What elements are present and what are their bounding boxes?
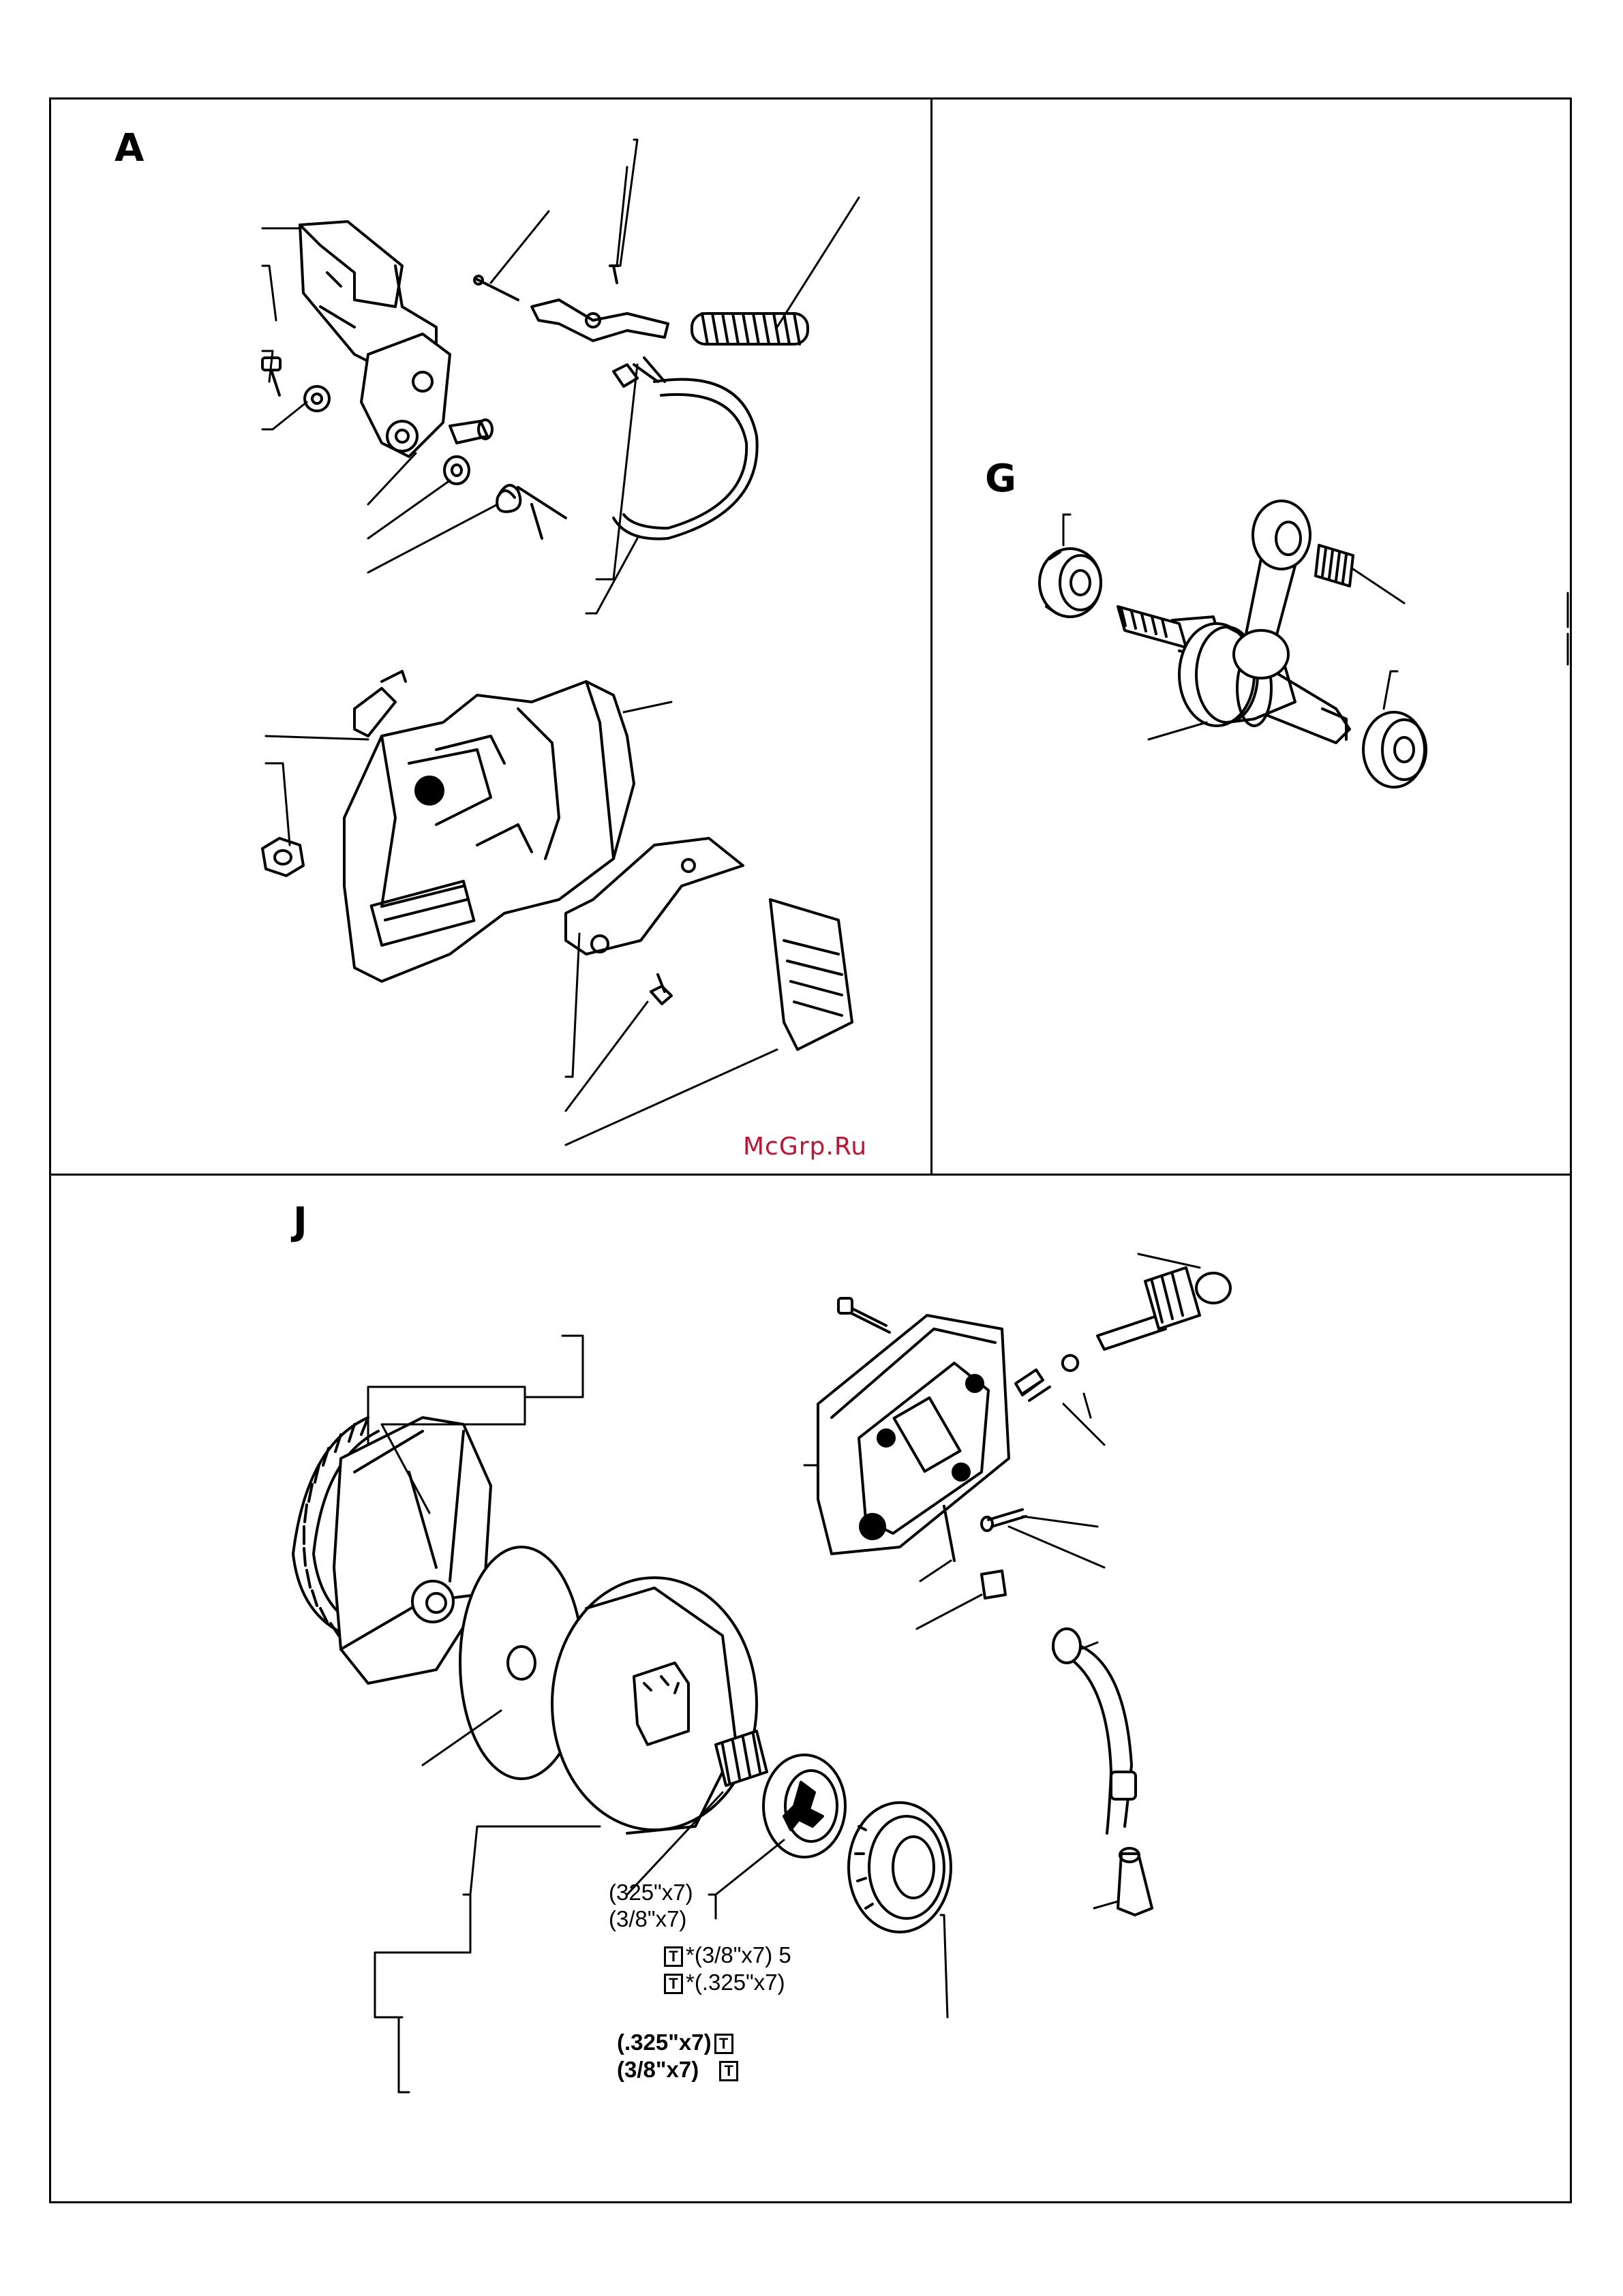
label-rim-sprocket-38: T*(3/8"x7) 5 bbox=[661, 1942, 791, 1968]
watermark: McGrp.Ru bbox=[743, 1133, 867, 1161]
brake-bolt bbox=[262, 358, 329, 411]
worm-shaft bbox=[1097, 1268, 1230, 1349]
panel-a-leader-lines bbox=[262, 140, 859, 1145]
main-bearing-right bbox=[1363, 712, 1426, 787]
pin bbox=[474, 276, 518, 300]
cover-nut bbox=[262, 838, 303, 876]
label-clutch-38-text: (3/8"x7) bbox=[617, 2057, 699, 2082]
label-rim-325-text: *(.325"x7) bbox=[686, 1970, 785, 1995]
label-clutch-325-text: (.325"x7) bbox=[617, 2030, 712, 2055]
torsion-spring bbox=[497, 485, 566, 538]
latch-lever bbox=[532, 266, 668, 341]
tool-icon: T bbox=[664, 1946, 683, 1967]
adjusting-screw bbox=[944, 1506, 1026, 1561]
pump-bolt bbox=[838, 1298, 890, 1332]
label-spur-sprocket-325: (325"x7) bbox=[609, 1880, 693, 1905]
crankshaft bbox=[1118, 607, 1350, 743]
spur-sprocket bbox=[763, 1755, 845, 1857]
chain-guard bbox=[770, 900, 852, 1050]
panel-g-leader-lines bbox=[1063, 515, 1568, 739]
connecting-rod bbox=[1234, 501, 1310, 678]
label-rim-38-text: *(3/8"x7) 5 bbox=[686, 1942, 791, 1968]
tool-icon: T bbox=[714, 2034, 733, 2054]
label-clutch-38: (3/8"x7) T bbox=[617, 2057, 741, 2083]
brake-lever-plate bbox=[361, 334, 450, 457]
main-bearing-left bbox=[1040, 549, 1101, 617]
bushing bbox=[444, 457, 469, 484]
cover-clip bbox=[354, 671, 406, 736]
oil-pump-housing bbox=[818, 1315, 1009, 1554]
cover-screw bbox=[651, 975, 671, 1004]
shoulder-screw bbox=[450, 420, 492, 443]
oil-filter bbox=[1118, 1848, 1152, 1915]
oil-hose bbox=[1053, 1629, 1136, 1833]
compression-spring bbox=[692, 313, 808, 344]
needle-bearing bbox=[1316, 545, 1353, 586]
label-spur-sprocket-38: (3/8"x7) bbox=[609, 1906, 686, 1932]
tool-icon: T bbox=[664, 1974, 683, 1994]
pump-spring bbox=[1016, 1356, 1078, 1400]
pump-nut bbox=[982, 1571, 1005, 1598]
label-clutch-325: (.325"x7)T bbox=[617, 2030, 736, 2055]
clutch-drum bbox=[552, 1578, 757, 1833]
tool-icon: T bbox=[719, 2061, 738, 2081]
rim-sprocket bbox=[849, 1803, 951, 1932]
label-rim-sprocket-325: T*(.325"x7) bbox=[661, 1970, 785, 1995]
